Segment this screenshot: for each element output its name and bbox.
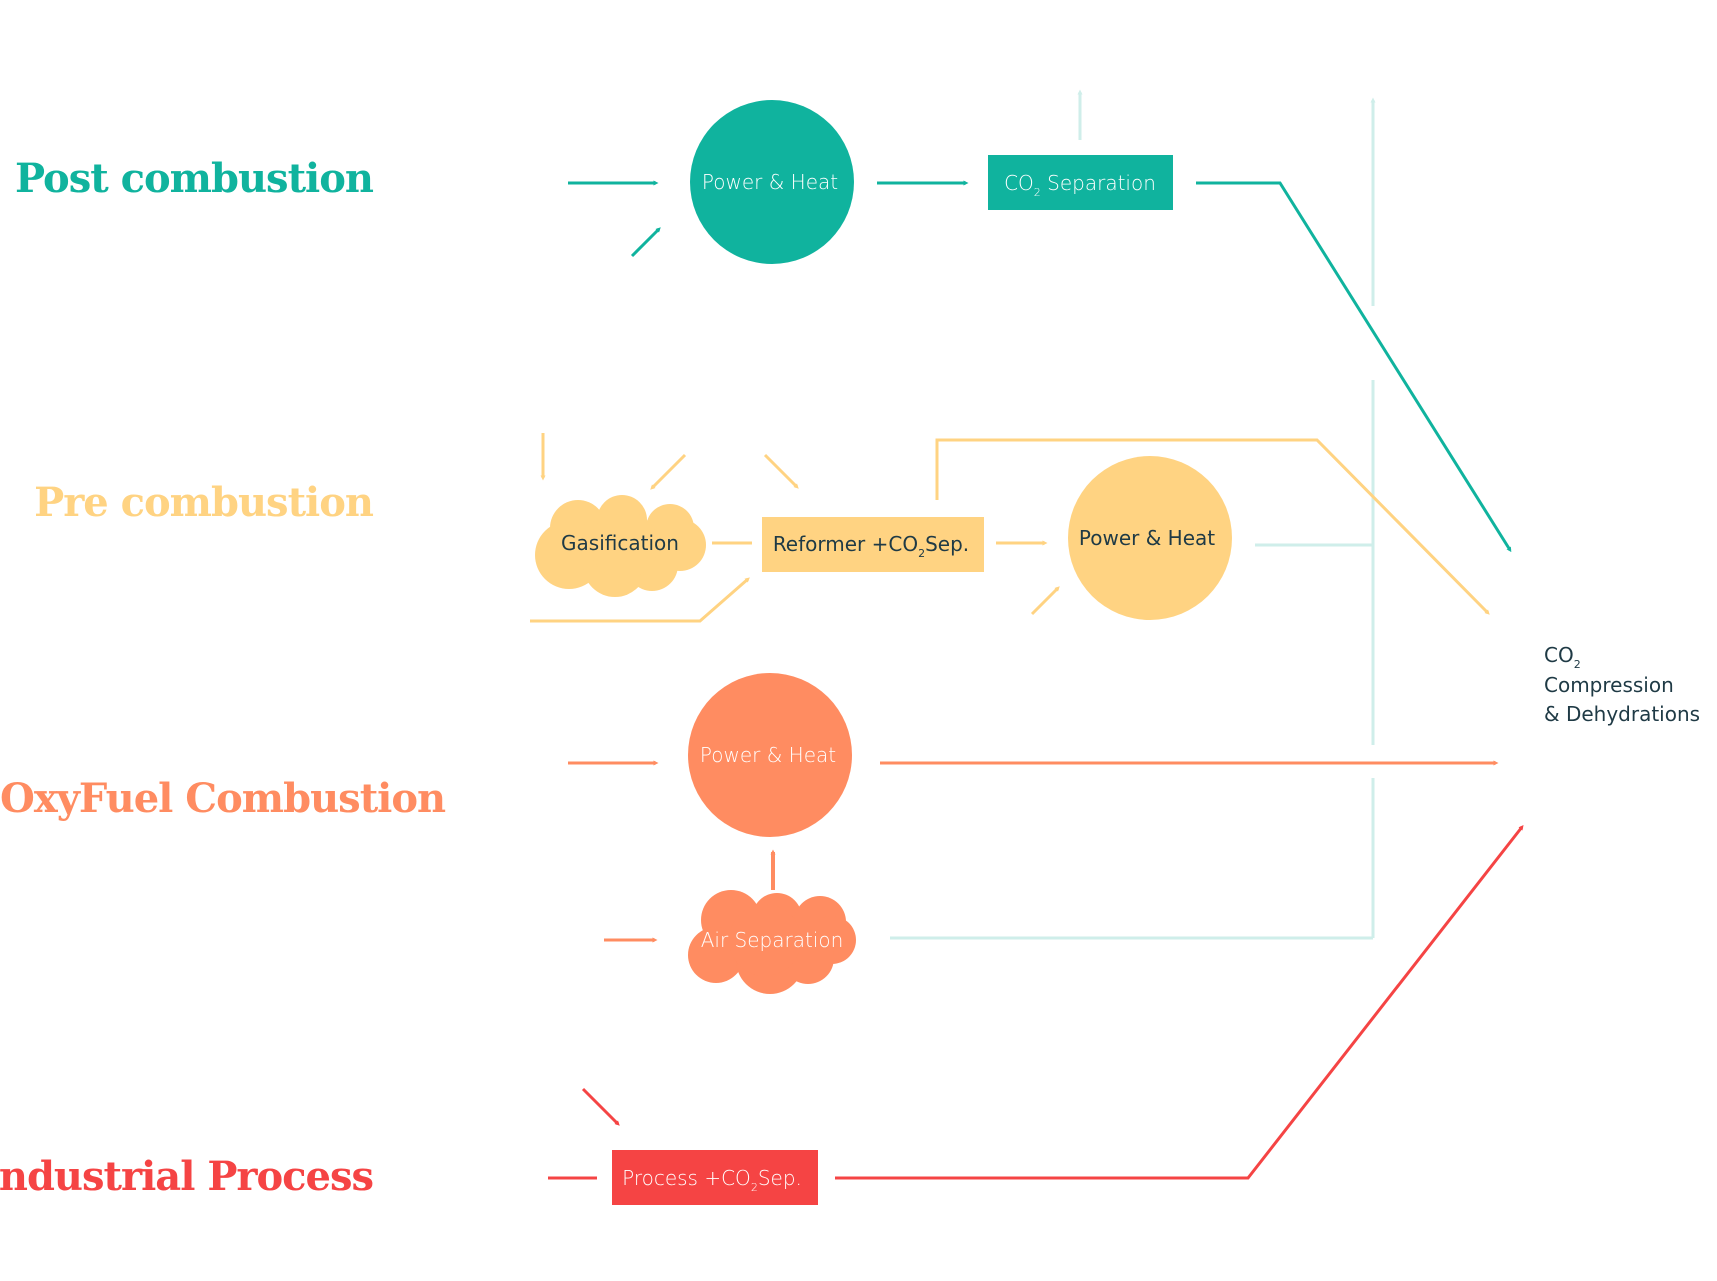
oxy-air-separation-node [688, 890, 856, 994]
post-combustion-row: Post combustion Power & Heat CO2 Separat… [15, 100, 1512, 553]
pre-gasification-node [535, 495, 706, 597]
industrial-input-diag-arrow [581, 1087, 620, 1126]
destination-line-2: Compression [1544, 673, 1674, 697]
industrial-to-destination-line [835, 825, 1524, 1180]
oxy-power-heat-node [688, 673, 852, 837]
post-power-heat-node [690, 100, 854, 264]
pre-bottom-input-arrow [530, 577, 750, 623]
support-lines [890, 89, 1376, 940]
pre-power-heat-label: Power & Heat [1079, 526, 1215, 550]
destination-line-1: CO2 [1544, 643, 1581, 671]
destination: CO2 Compression & Dehydrations [1544, 643, 1700, 726]
destination-line-3: & Dehydrations [1544, 702, 1700, 726]
oxy-air-separation-label: Air Separation [701, 928, 844, 952]
oxyfuel-combustion-row: OxyFuel Combustion Power & Heat Air Sepa… [0, 673, 1499, 994]
pre-input-diag-right-arrow [763, 453, 799, 489]
oxyfuel-combustion-title: OxyFuel Combustion [0, 775, 446, 822]
post-to-destination-line [1196, 181, 1512, 553]
pre-reformer-node [762, 517, 984, 572]
pre-reformer-label: Reformer +CO2Sep. [773, 532, 969, 560]
pre-to-destination-line [935, 438, 1490, 615]
post-co2-separation-label: CO2 Separation [1004, 171, 1156, 199]
post-combustion-title: Post combustion [15, 155, 374, 202]
industrial-process-node [612, 1150, 818, 1205]
industrial-process-title: Industrial Process [0, 1153, 373, 1200]
post-input-diag-arrow [630, 227, 661, 258]
pre-power-heat-node [1068, 456, 1232, 620]
oxy-power-heat-label: Power & Heat [700, 743, 836, 767]
post-power-heat-label: Power & Heat [702, 170, 838, 194]
pre-combustion-row: Pre combustion Gasification Reformer +CO… [34, 433, 1490, 623]
pre-gasification-label: Gasification [561, 531, 679, 555]
industrial-process-label: Process +CO2Sep. [622, 1166, 802, 1194]
pre-combustion-title: Pre combustion [34, 479, 374, 526]
industrial-process-row: Industrial Process Process +CO2Sep. [0, 825, 1524, 1205]
pre-input-diag-left-arrow [650, 453, 687, 490]
post-co2-separation-node [988, 155, 1173, 210]
pre-power-input-diag-arrow [1030, 586, 1060, 616]
